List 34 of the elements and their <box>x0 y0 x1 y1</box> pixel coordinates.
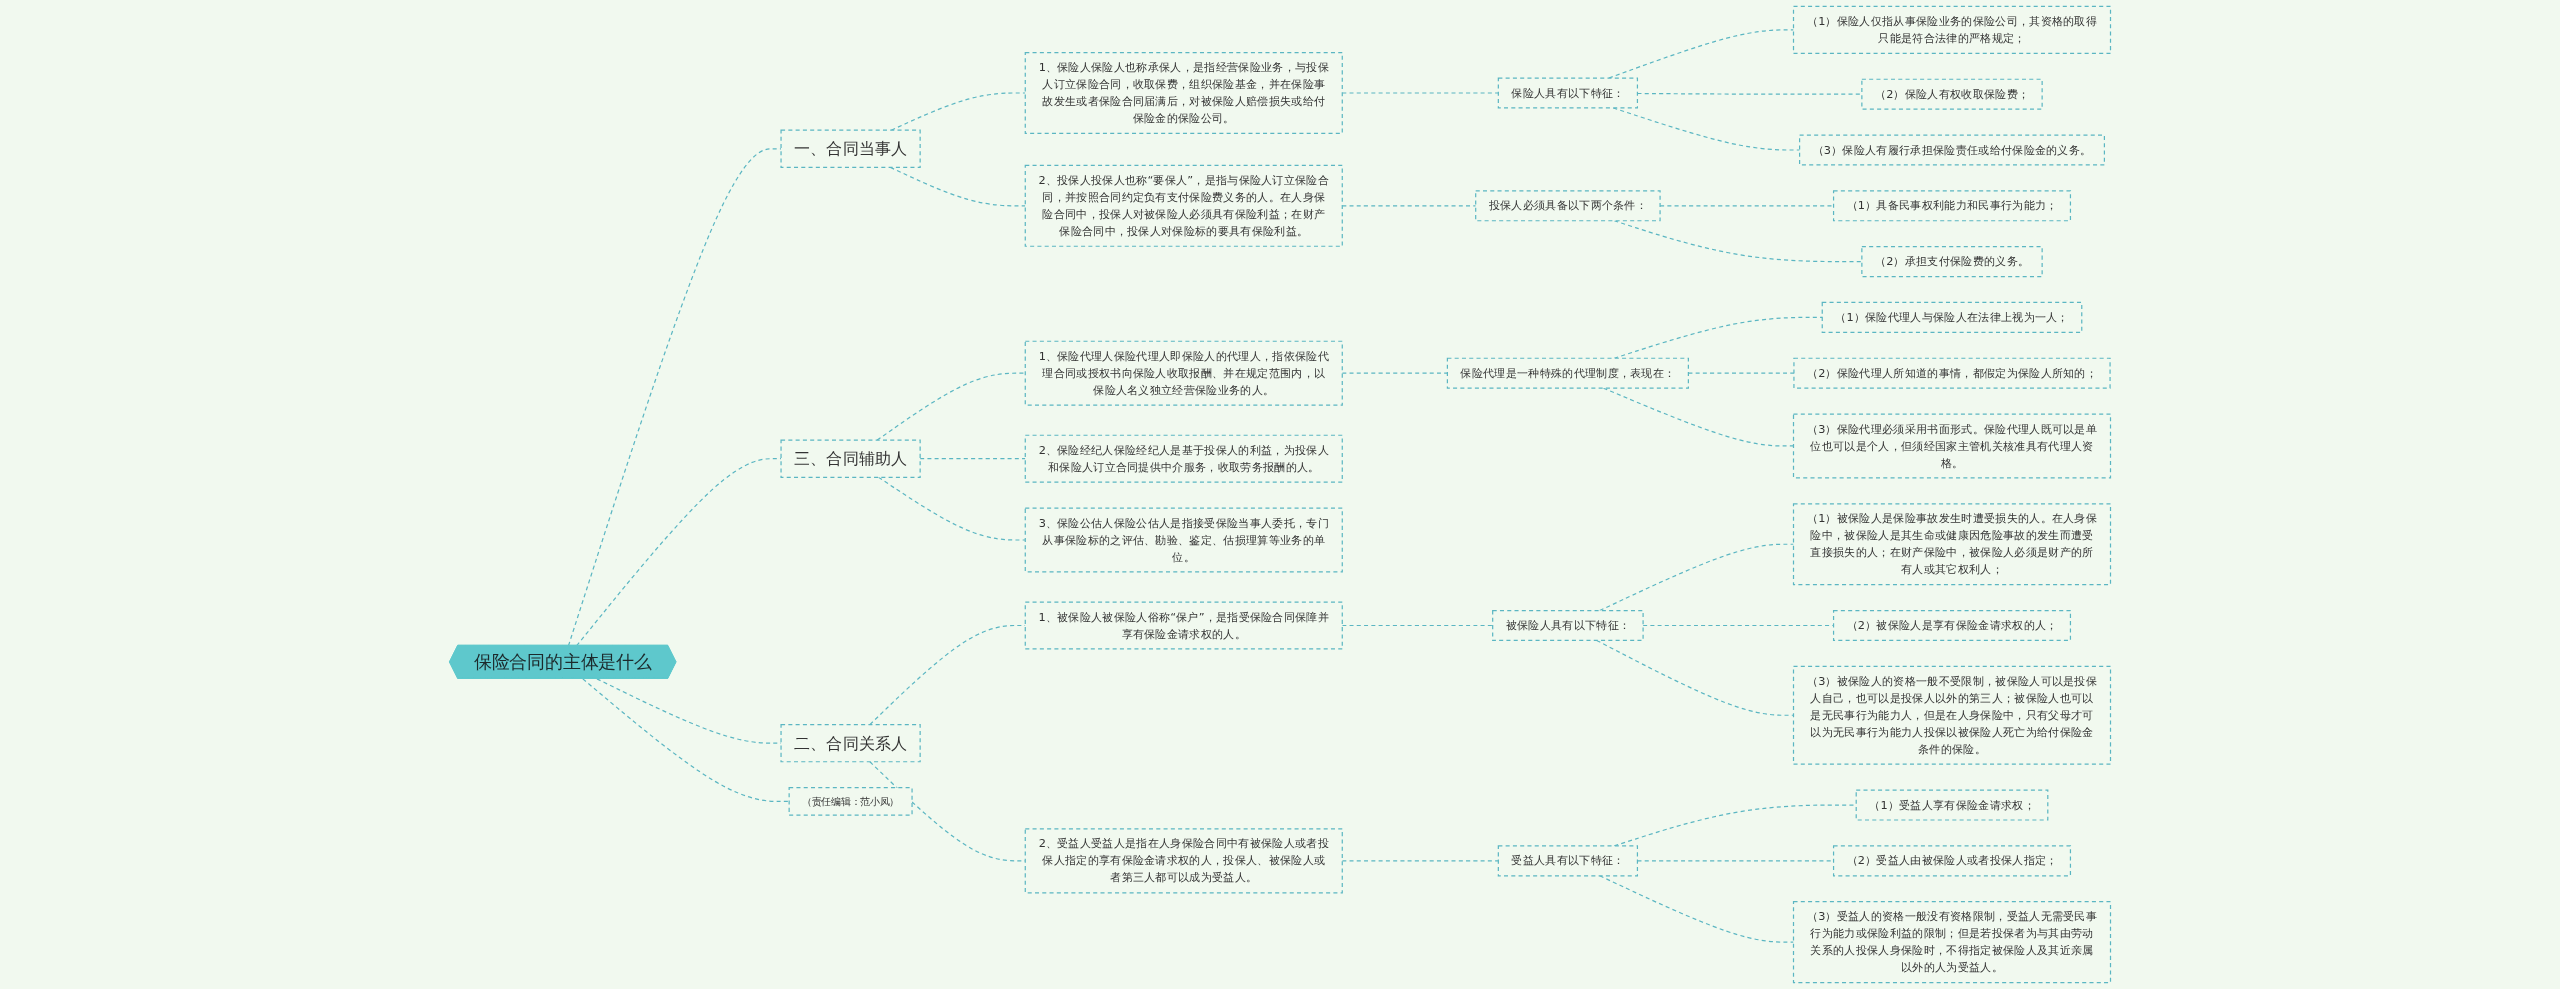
node-box: （1）受益人享有保险金请求权； <box>1855 789 2049 821</box>
node-box: 2、受益人受益人是指在人身保险合同中有被保险人或者投保人指定的享有保险金请求权的人，投保人、被保险人或者第三人都可以成为受益人。 <box>1024 828 1343 894</box>
node-box: 受益人具有以下特征： <box>1497 845 1639 877</box>
node-box: 保险人具有以下特征： <box>1497 77 1639 109</box>
node-box: （2）保险人有权收取保险费； <box>1861 78 2043 110</box>
node-box: 1、保险代理人保险代理人即保险人的代理人，指依保险代理合同或授权书向保险人收取报酬、并在规定范围内，以保险人名义独立经营保险业务的人。 <box>1024 340 1343 406</box>
node-box: 投保人必须具备以下两个条件： <box>1475 190 1661 222</box>
node-box: （责任编辑：范小凤） <box>788 787 913 816</box>
node-box: （2）受益人由被保险人或者投保人指定； <box>1832 845 2072 877</box>
node-box: 2、投保人投保人也称“要保人”，是指与保险人订立保险合同，并按照合同约定负有支付保险费义务的人。在人身保险合同中，投保人对被保险人必须具有保险利益；在财产保险合同中，投保人对保险标的要具有保险利益。 <box>1024 164 1343 247</box>
node-box: （3）保险代理必须采用书面形式。保险代理人既可以是单位也可以是个人，但须经国家主管机关核准具有代理人资格。 <box>1792 413 2112 479</box>
node-box: 一、合同当事人 <box>780 129 921 168</box>
node-box: （1）被保险人是保险事故发生时遭受损失的人。在人身保险中，被保险人是其生命或健康因危险事故的发生而遭受直接损失的人；在财产保险中，被保险人必须是财产的所有人或其它权利人； <box>1792 503 2112 586</box>
node-box: （3）受益人的资格一般没有资格限制，受益人无需受民事行为能力或保险利益的限制；但是若投保者为与其由劳动关系的人投保人身保险时，不得指定被保险人及其近亲属以外的人为受益人。 <box>1792 901 2112 984</box>
node-box: （1）保险人仅指从事保险业务的保险公司，其资格的取得只能是符合法律的严格规定； <box>1792 5 2112 54</box>
node-box: 保险代理是一种特殊的代理制度，表现在： <box>1446 357 1689 389</box>
node-box: （2）保险代理人所知道的事情，都假定为保险人所知的； <box>1793 357 2111 389</box>
node-box: （3）被保险人的资格一般不受限制，被保险人可以是投保人自己，也可以是投保人以外的第三人；被保险人也可以是无民事行为能力人，但是在人身保险中，只有父母才可以为无民事行为能力人投保以被保险人死亡为给付保险金条件的保险。 <box>1792 665 2112 765</box>
connector <box>582 678 790 802</box>
connector <box>876 372 1026 441</box>
node-box: （3）保险人有履行承担保险责任或给付保险金的义务。 <box>1799 134 2105 166</box>
node-box: （2）被保险人是享有保险金请求权的人； <box>1832 609 2072 642</box>
node-box: 被保险人具有以下特征： <box>1492 609 1644 642</box>
node-box: 2、保险经纪人保险经纪人是基于投保人的利益，为投保人和保险人订立合同提供中介服务，收取劳务报酬的人。 <box>1024 434 1343 483</box>
node-box: （2）承担支付保险费的义务。 <box>1861 246 2043 278</box>
node-box: 3、保险公估人保险公估人是指接受保险当事人委托，专门从事保险标的之评估、勘验、鉴定、估损理算等业务的单位。 <box>1024 507 1343 573</box>
connector <box>889 166 1026 207</box>
node-box: 三、合同辅助人 <box>780 439 921 478</box>
node-box: 1、被保险人被保险人俗称“保户”，是指受保险合同保障并享有保险金请求权的人。 <box>1024 601 1343 650</box>
node-box: （1）保险代理人与保险人在法律上视为一人； <box>1821 301 2083 333</box>
node-box: 二、合同关系人 <box>780 723 921 763</box>
node-box: 1、保险人保险人也称承保人，是指经营保险业务，与投保人订立保险合同，收取保费，组织保险基金，并在保险事故发生或者保险合同届满后，对被保险人赔偿损失或给付保险金的保险公司。 <box>1024 51 1343 135</box>
node-box: （1）具备民事权利能力和民事行为能力； <box>1832 190 2072 222</box>
connector <box>890 92 1026 131</box>
